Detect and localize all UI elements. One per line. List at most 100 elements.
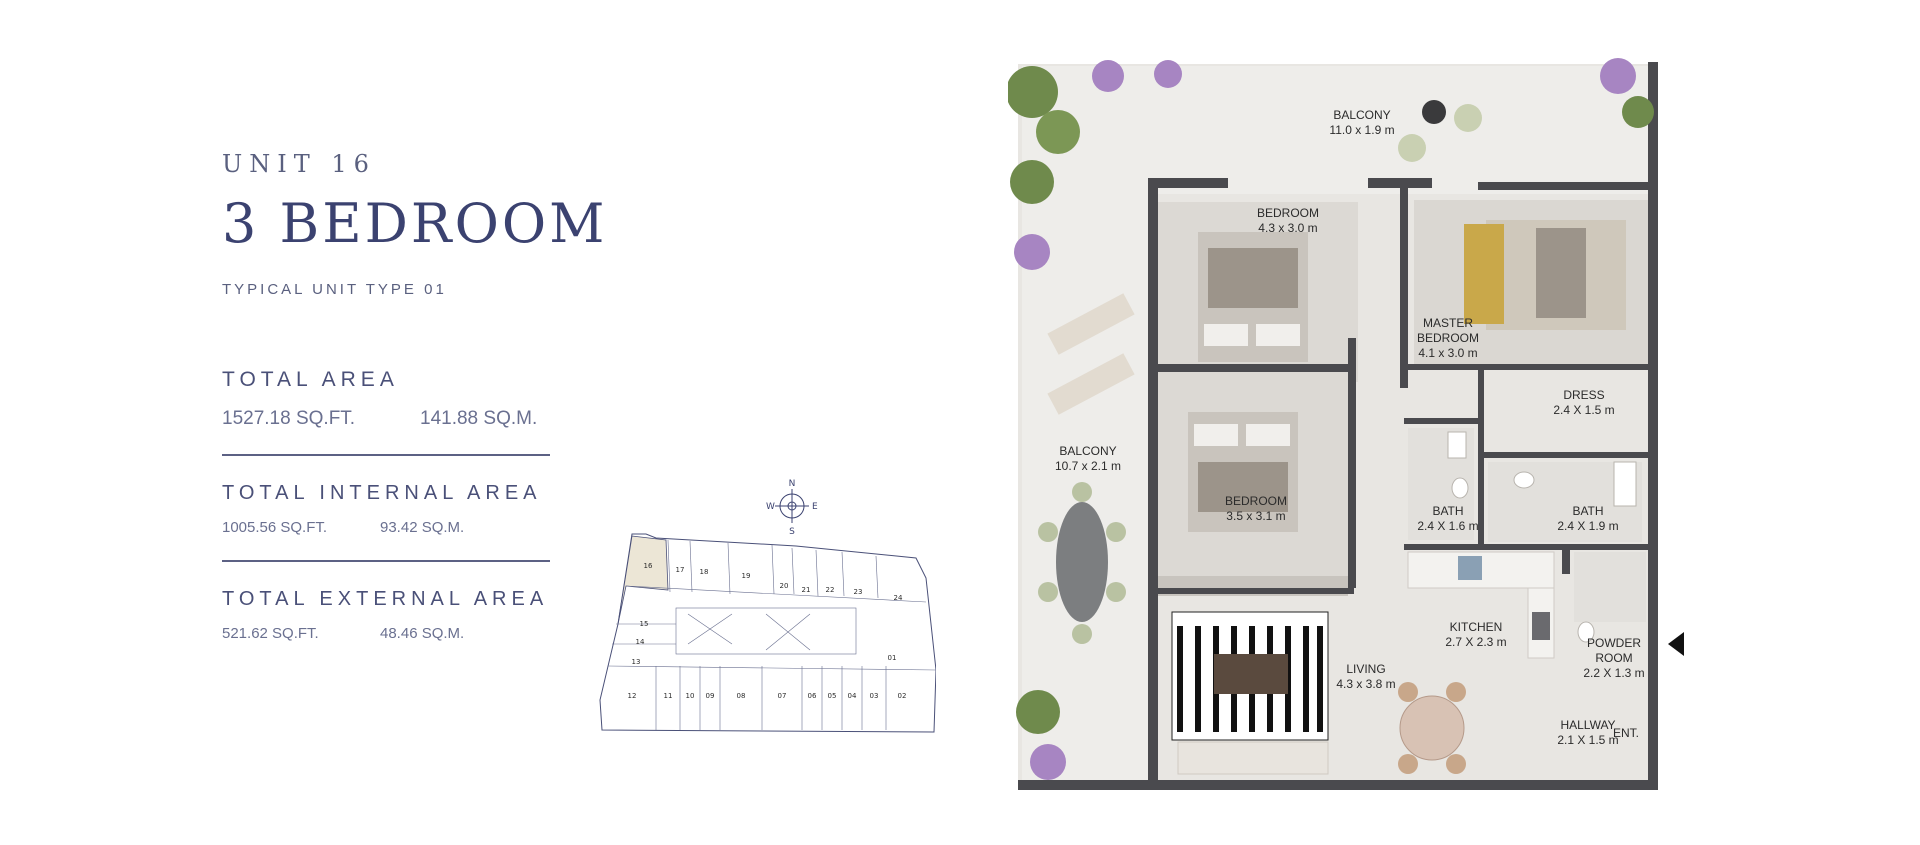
- internal-area-sqft: 1005.56 SQ.FT.: [222, 519, 328, 536]
- external-area-heading: TOTAL EXTERNAL AREA: [222, 588, 549, 610]
- room-label-entrance: ENT.: [1613, 726, 1639, 741]
- room-dimensions: 2.1 X 1.5 m: [1557, 733, 1619, 747]
- room-dimensions: 4.1 x 3.0 m: [1418, 346, 1478, 360]
- room-label-kitchen: KITCHEN 2.7 X 2.3 m: [1445, 620, 1506, 650]
- internal-area-section: TOTAL INTERNAL AREA 1005.56 SQ.FT. 93.42…: [222, 482, 562, 536]
- keyplan-unit-label: 22: [826, 586, 835, 594]
- walls: [1018, 62, 1658, 790]
- keyplan-unit-label: 08: [737, 692, 746, 700]
- room-name: MASTER BEDROOM: [1417, 316, 1480, 345]
- room-label-balcony-side: BALCONY 10.7 x 2.1 m: [1055, 444, 1121, 474]
- keyplan-unit-label: 23: [854, 588, 863, 596]
- room-name: LIVING: [1346, 662, 1386, 676]
- total-area-heading: TOTAL AREA: [222, 368, 399, 391]
- kitchen-counter: [1407, 551, 1555, 659]
- keyplan-unit-label: 10: [686, 692, 695, 700]
- key-plan: N S E W: [596, 474, 937, 734]
- room-name: BEDROOM: [1256, 206, 1320, 220]
- compass-e: E: [812, 502, 818, 512]
- keyplan-unit-label: 14: [636, 638, 645, 646]
- key-plan-drawing: N S E W: [599, 479, 937, 733]
- internal-area-sqm: 93.42 SQ.M.: [380, 519, 465, 536]
- keyplan-unit-label: 05: [828, 692, 837, 700]
- room-dimensions: 4.3 x 3.8 m: [1336, 677, 1396, 691]
- keyplan-unit-label: 15: [640, 620, 649, 628]
- bed-icon: [1464, 220, 1626, 330]
- room-name: POWDER ROOM: [1587, 636, 1641, 665]
- external-area-section: TOTAL EXTERNAL AREA 521.62 SQ.FT. 48.46 …: [222, 588, 562, 642]
- room-name: BEDROOM: [1224, 494, 1288, 508]
- bed-icon: [1188, 412, 1298, 532]
- keyplan-unit-label: 11: [664, 692, 673, 700]
- total-area-sqm: 141.88 SQ.M.: [420, 408, 538, 429]
- keyplan-unit-label: 24: [894, 594, 903, 602]
- room-label-bath-1: BATH 2.4 X 1.6 m: [1417, 504, 1478, 534]
- room-name: ENT.: [1612, 726, 1640, 740]
- keyplan-unit-label: 04: [848, 692, 857, 700]
- external-area-sqm: 48.46 SQ.M.: [380, 625, 465, 642]
- keyplan-unit-label: 03: [870, 692, 879, 700]
- bed-icon: [1198, 232, 1308, 362]
- compass-w: W: [766, 502, 775, 512]
- total-area-values: 1527.18 SQ.FT. 141.88 SQ.M.: [222, 408, 562, 430]
- internal-area-values: 1005.56 SQ.FT. 93.42 SQ.M.: [222, 519, 562, 536]
- keyplan-unit-label: 07: [778, 692, 787, 700]
- keyplan-unit-label: 16: [644, 562, 653, 570]
- keyplan-walls: [607, 539, 937, 730]
- divider: [222, 454, 550, 456]
- keyplan-highlight-unit: [617, 535, 669, 625]
- floor-plan-drawing: [1006, 58, 1684, 790]
- keyplan-unit-label: 17: [676, 566, 685, 574]
- keyplan-unit-label: 13: [632, 658, 641, 666]
- room-dimensions: 4.3 x 3.0 m: [1258, 221, 1318, 235]
- powder-room-fixtures: [1574, 552, 1646, 643]
- room-label-living: LIVING 4.3 x 3.8 m: [1336, 662, 1395, 692]
- room-label-powder-room: POWDER ROOM 2.2 X 1.3 m: [1582, 636, 1646, 681]
- room-dimensions: 2.4 X 1.6 m: [1417, 519, 1479, 533]
- keyplan-unit-label: 09: [706, 692, 715, 700]
- unit-type-title: 3 BEDROOM: [222, 192, 608, 255]
- sofa-icon: [1177, 741, 1329, 775]
- sun-lounger-icon: [1047, 293, 1135, 415]
- room-label-dress: DRESS 2.4 X 1.5 m: [1553, 388, 1614, 418]
- internal-area-heading: TOTAL INTERNAL AREA: [222, 482, 542, 504]
- room-name: HALLWAY: [1560, 718, 1616, 732]
- unit-subtitle: TYPICAL UNIT TYPE 01: [222, 281, 447, 298]
- dining-table-icon: [1398, 682, 1466, 774]
- room-dimensions: 3.5 x 3.1 m: [1226, 509, 1286, 523]
- living-rug: [1171, 611, 1329, 741]
- total-area-section: TOTAL AREA 1527.18 SQ.FT. 141.88 SQ.M.: [222, 368, 562, 430]
- keyplan-unit-label: 01: [888, 654, 897, 662]
- room-dimensions: 10.7 x 2.1 m: [1054, 459, 1122, 473]
- room-label-hallway: HALLWAY 2.1 X 1.5 m: [1557, 718, 1618, 748]
- building-outline: [599, 533, 937, 733]
- room-dimensions: 2.7 X 2.3 m: [1445, 635, 1507, 649]
- room-name: KITCHEN: [1449, 620, 1503, 634]
- unit-info-panel: UNIT 16 3 BEDROOM TYPICAL UNIT TYPE 01 T…: [222, 150, 608, 642]
- keyplan-unit-label: 21: [802, 586, 811, 594]
- balcony-chairs-icon: [1398, 100, 1482, 162]
- unit-number: UNIT 16: [222, 150, 376, 178]
- room-name: BALCONY: [1059, 444, 1117, 458]
- room-name: DRESS: [1563, 388, 1605, 402]
- room-label-bedroom-1: BEDROOM 4.3 x 3.0 m: [1257, 206, 1319, 236]
- divider: [222, 560, 550, 562]
- keyplan-unit-label: 02: [898, 692, 907, 700]
- keyplan-unit-label: 20: [780, 582, 789, 590]
- entrance-arrow-icon: [1668, 632, 1684, 656]
- planter-greenery: [1006, 58, 1654, 780]
- room-dimensions: 11.0 x 1.9 m: [1329, 123, 1395, 137]
- compass-n: N: [789, 479, 796, 489]
- floor-plan: BALCONY 11.0 x 1.9 m BEDROOM 4.3 x 3.0 m…: [1006, 52, 1688, 794]
- keyplan-unit-label: 18: [700, 568, 709, 576]
- outdoor-dining-icon: [1038, 482, 1126, 644]
- room-label-master-bedroom: MASTER BEDROOM 4.1 x 3.0 m: [1417, 316, 1479, 361]
- keyplan-unit-label: 12: [628, 692, 637, 700]
- room-name: BATH: [1432, 504, 1464, 518]
- balcony-top-floor: [1022, 66, 1654, 194]
- room-name: BALCONY: [1333, 108, 1391, 122]
- room-dimensions: 2.4 X 1.9 m: [1557, 519, 1619, 533]
- external-area-values: 521.62 SQ.FT. 48.46 SQ.M.: [222, 625, 562, 642]
- compass-s: S: [789, 527, 795, 537]
- room-name: BATH: [1572, 504, 1604, 518]
